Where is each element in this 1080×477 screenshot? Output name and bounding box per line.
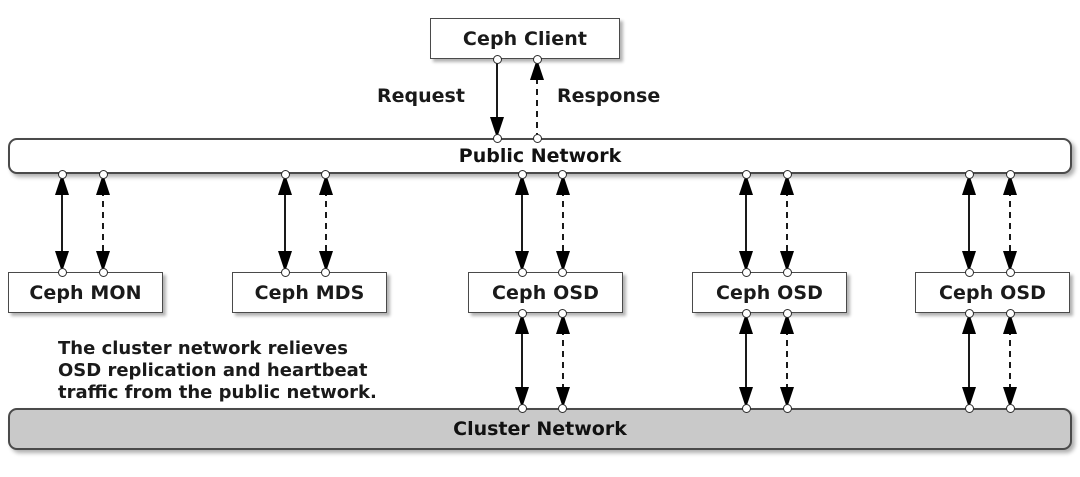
connector-osd3-cluster [962, 313, 1017, 408]
node-label: Ceph MON [29, 281, 142, 304]
port-mds-top-a [280, 267, 290, 277]
port-client-request [492, 54, 502, 64]
connector-public-osd3 [962, 174, 1017, 272]
port-public-mon-a [57, 169, 67, 179]
port-public-top-response [532, 133, 542, 143]
port-cluster-osd3-b [1005, 403, 1015, 413]
connector-public-mds [278, 174, 333, 272]
node-ceph-osd-3[interactable]: Ceph OSD [915, 272, 1070, 313]
public-network-bar[interactable]: Public Network [8, 138, 1072, 174]
node-label: Ceph OSD [716, 281, 823, 304]
port-osd1-bottom-b [557, 308, 567, 318]
port-client-response [532, 54, 542, 64]
port-public-osd3-a [964, 169, 974, 179]
port-public-osd1-a [517, 169, 527, 179]
port-osd2-top-a [741, 267, 751, 277]
connector-public-osd2 [739, 174, 794, 272]
port-cluster-osd1-b [557, 403, 567, 413]
node-label: Ceph MDS [254, 281, 365, 304]
port-cluster-osd1-a [517, 403, 527, 413]
port-public-osd1-b [557, 169, 567, 179]
port-public-top-request [492, 133, 502, 143]
port-osd1-bottom-a [517, 308, 527, 318]
port-mon-top-a [57, 267, 67, 277]
port-osd3-bottom-a [964, 308, 974, 318]
port-public-mon-b [98, 169, 108, 179]
port-cluster-osd2-b [782, 403, 792, 413]
port-osd1-top-b [557, 267, 567, 277]
port-osd2-bottom-b [782, 308, 792, 318]
port-osd3-top-b [1005, 267, 1015, 277]
label-request: Request [377, 85, 465, 107]
port-public-mds-b [320, 169, 330, 179]
connector-client-public [490, 59, 544, 139]
connector-osd2-cluster [739, 313, 794, 408]
port-cluster-osd2-a [741, 403, 751, 413]
port-cluster-osd3-a [964, 403, 974, 413]
connector-osd1-cluster [515, 313, 570, 408]
port-public-osd2-b [782, 169, 792, 179]
cluster-network-label: Cluster Network [453, 418, 627, 440]
port-public-osd2-a [741, 169, 751, 179]
port-osd1-top-a [517, 267, 527, 277]
node-ceph-osd-2[interactable]: Ceph OSD [692, 272, 847, 313]
node-label: Ceph OSD [492, 281, 599, 304]
node-label: Ceph OSD [939, 281, 1046, 304]
node-ceph-mds[interactable]: Ceph MDS [232, 272, 387, 313]
public-network-label: Public Network [458, 145, 622, 167]
port-osd2-bottom-a [741, 308, 751, 318]
port-public-osd3-b [1005, 169, 1015, 179]
port-mon-top-b [98, 267, 108, 277]
port-osd2-top-b [782, 267, 792, 277]
port-osd3-top-a [964, 267, 974, 277]
node-ceph-osd-1[interactable]: Ceph OSD [468, 272, 623, 313]
port-public-mds-a [280, 169, 290, 179]
port-mds-top-b [320, 267, 330, 277]
connector-public-mon [55, 174, 110, 272]
label-response: Response [557, 85, 661, 107]
node-ceph-client[interactable]: Ceph Client [430, 18, 620, 59]
cluster-network-bar[interactable]: Cluster Network [8, 408, 1072, 450]
port-osd3-bottom-b [1005, 308, 1015, 318]
node-label: Ceph Client [462, 27, 588, 50]
cluster-network-note: The cluster network relieves OSD replica… [58, 338, 377, 403]
node-ceph-mon[interactable]: Ceph MON [8, 272, 163, 313]
connector-public-osd1 [515, 174, 570, 272]
